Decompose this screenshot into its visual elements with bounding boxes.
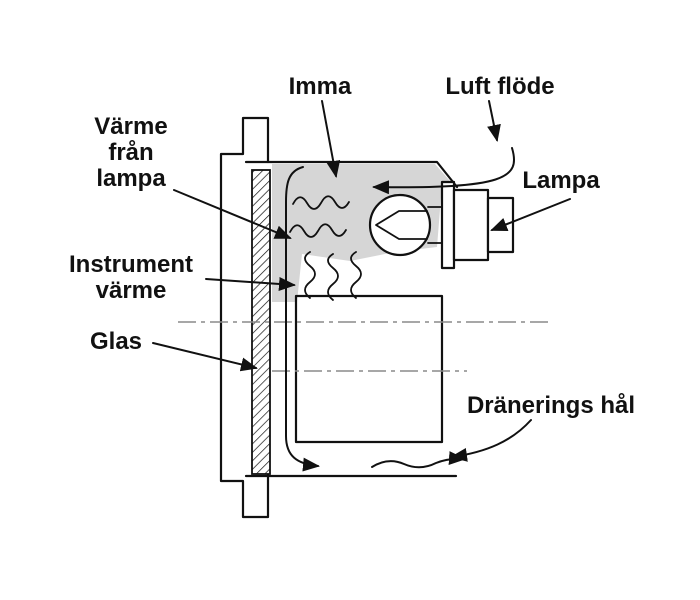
- lamp-bulb: [368, 193, 432, 257]
- label-instrument-line2: värme: [96, 277, 167, 304]
- air-flow-behind-glass-arrow: [285, 166, 320, 472]
- label-instrument-line1: Instrument: [69, 251, 193, 278]
- lamp-filament: [375, 210, 428, 240]
- case-bezel-outline: [219, 116, 270, 519]
- lampa-arrow: [490, 198, 571, 231]
- moisture-squiggle-row1: [292, 195, 350, 210]
- imma-arrow: [321, 100, 341, 178]
- lamp-body: [452, 188, 490, 262]
- lamp-cap: [486, 196, 515, 254]
- label-lampa: Lampa: [522, 167, 600, 194]
- label-dranerings-hal: Dränerings hål: [467, 392, 635, 419]
- lamp-flange: [440, 180, 456, 270]
- label-varme-line1: Värme: [94, 113, 167, 140]
- label-glas: Glas: [90, 328, 142, 355]
- drain-flow-arrow: [371, 451, 466, 469]
- case-top-edge: [244, 160, 459, 189]
- label-varme-line2: från: [108, 139, 153, 166]
- heat-squiggle-3: [350, 251, 362, 299]
- heat-squiggle-2: [327, 253, 339, 301]
- dranerings-hal-arrow: [450, 419, 532, 462]
- label-varme-line3: lampa: [96, 165, 166, 192]
- moisture-squiggle-row2: [289, 223, 347, 238]
- label-imma: Imma: [289, 73, 352, 100]
- instrument-body: [294, 294, 444, 444]
- luft-flode-arrow: [487, 100, 501, 142]
- varme-fran-lampa-arrow: [173, 189, 292, 239]
- label-luft-flode: Luft flöde: [445, 73, 554, 100]
- luft-flode-curve-arrow: [372, 147, 516, 195]
- instrument-varme-arrow: [205, 276, 296, 291]
- heat-squiggle-1: [304, 251, 316, 299]
- lamp-bulb-connectors: [427, 206, 443, 244]
- glas-arrow: [152, 342, 258, 372]
